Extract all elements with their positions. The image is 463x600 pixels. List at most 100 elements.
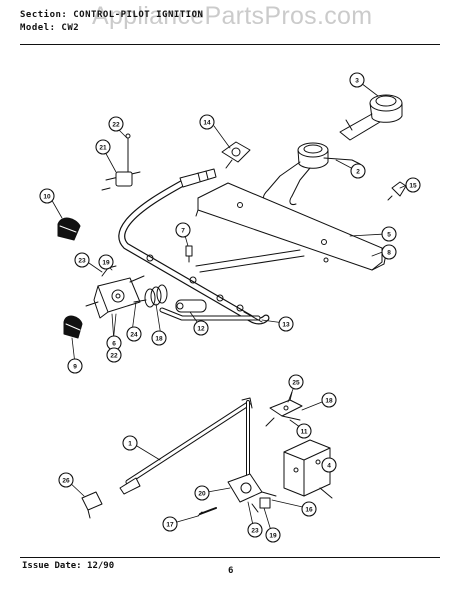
pilot-bracket-14 xyxy=(221,141,251,169)
bracket-4 xyxy=(283,439,333,499)
callout-circle xyxy=(108,116,124,132)
knob-10 xyxy=(57,217,81,241)
callout-circle xyxy=(98,254,114,270)
callout-7: 7 xyxy=(175,222,191,238)
ignitor-21 xyxy=(101,133,141,191)
callout-label: 17 xyxy=(166,521,174,528)
callout-label: 22 xyxy=(110,352,118,359)
callout-label: 13 xyxy=(282,321,290,328)
callout-label: 11 xyxy=(301,428,308,435)
manifold-pipe xyxy=(118,168,270,325)
burner-3 xyxy=(339,94,403,141)
callout-22: 22 xyxy=(108,116,124,132)
callout-label: 12 xyxy=(197,325,205,332)
callout-circle xyxy=(247,522,263,538)
fitting-7 xyxy=(185,245,193,263)
callout-circle xyxy=(162,516,178,532)
callout-label: 19 xyxy=(102,259,110,266)
callout-circle xyxy=(151,330,167,346)
watermark: AppliancePartsPros.com xyxy=(92,2,373,30)
knob-9 xyxy=(63,315,83,339)
callout-circle xyxy=(106,347,122,363)
callout-15: 15 xyxy=(405,177,421,193)
callout-circle xyxy=(122,435,138,451)
bracket-26 xyxy=(81,491,103,519)
callout-18: 18 xyxy=(151,330,167,346)
callout-label: 18 xyxy=(155,335,163,342)
callout-circle xyxy=(405,177,421,193)
issue-date: Issue Date: 12/90 xyxy=(22,561,115,571)
callout-11: 11 xyxy=(296,423,312,439)
callout-19: 19 xyxy=(265,527,281,543)
callout-26: 26 xyxy=(58,472,74,488)
section-title: Section: CONTROL-PILOT IGNITION xyxy=(20,10,204,20)
callout-circle xyxy=(199,114,215,130)
thermocouple-wire xyxy=(195,249,305,273)
callout-circle xyxy=(95,139,111,155)
footer-rule xyxy=(20,557,440,558)
callout-label: 9 xyxy=(73,363,77,370)
callout-1: 1 xyxy=(122,435,138,451)
clip-15 xyxy=(387,181,407,201)
callout-label: 4 xyxy=(327,462,331,469)
lower-valve-20 xyxy=(227,473,277,513)
callout-label: 2 xyxy=(356,168,360,175)
callout-25: 25 xyxy=(288,374,304,390)
callout-circle xyxy=(126,326,142,342)
callout-2: 2 xyxy=(350,163,366,179)
callout-10: 10 xyxy=(39,188,55,204)
callout-label: 26 xyxy=(62,477,70,484)
callout-label: 19 xyxy=(269,532,277,539)
callout-18: 18 xyxy=(321,392,337,408)
callout-4: 4 xyxy=(321,457,337,473)
callout-17: 17 xyxy=(162,516,178,532)
callout-label: 6 xyxy=(112,340,116,347)
callout-22: 22 xyxy=(106,347,122,363)
bypass-tube-1 xyxy=(119,397,253,495)
callout-label: 14 xyxy=(203,119,211,126)
callout-circle xyxy=(39,188,55,204)
callout-19: 19 xyxy=(98,254,114,270)
pin-17 xyxy=(197,507,217,517)
callout-circle xyxy=(175,222,191,238)
callout-6: 6 xyxy=(106,335,122,351)
callout-16: 16 xyxy=(301,501,317,517)
callout-14: 14 xyxy=(199,114,215,130)
callout-circle xyxy=(301,501,317,517)
callout-label: 7 xyxy=(181,227,185,234)
callout-circle xyxy=(349,72,365,88)
callout-label: 8 xyxy=(387,249,391,256)
callout-label: 23 xyxy=(251,527,259,534)
callout-circle xyxy=(288,374,304,390)
callout-circle xyxy=(381,244,397,260)
header-rule xyxy=(20,44,440,45)
page-number: 6 xyxy=(228,566,234,576)
burner-valve-bar xyxy=(159,299,263,323)
burner-2 xyxy=(263,142,361,205)
callout-label: 18 xyxy=(325,397,333,404)
callout-label: 1 xyxy=(128,440,132,447)
callout-label: 21 xyxy=(99,144,107,151)
control-valve-6 xyxy=(85,265,145,319)
callout-label: 10 xyxy=(43,193,51,200)
callout-circle xyxy=(350,163,366,179)
callout-circle xyxy=(74,252,90,268)
callout-label: 15 xyxy=(409,182,417,189)
callout-label: 20 xyxy=(198,490,206,497)
callout-circle xyxy=(58,472,74,488)
spring-18 xyxy=(133,284,168,308)
callout-circle xyxy=(265,527,281,543)
callout-21: 21 xyxy=(95,139,111,155)
callout-3: 3 xyxy=(349,72,365,88)
callout-9: 9 xyxy=(67,358,83,374)
callout-bubbles: 1234567891011121314151617181819192021222… xyxy=(39,72,421,543)
callout-5: 5 xyxy=(381,226,397,242)
callout-label: 22 xyxy=(112,121,120,128)
callout-circle xyxy=(321,457,337,473)
callout-circle xyxy=(296,423,312,439)
callout-circle xyxy=(321,392,337,408)
callout-label: 24 xyxy=(130,331,138,338)
callout-circle xyxy=(278,316,294,332)
